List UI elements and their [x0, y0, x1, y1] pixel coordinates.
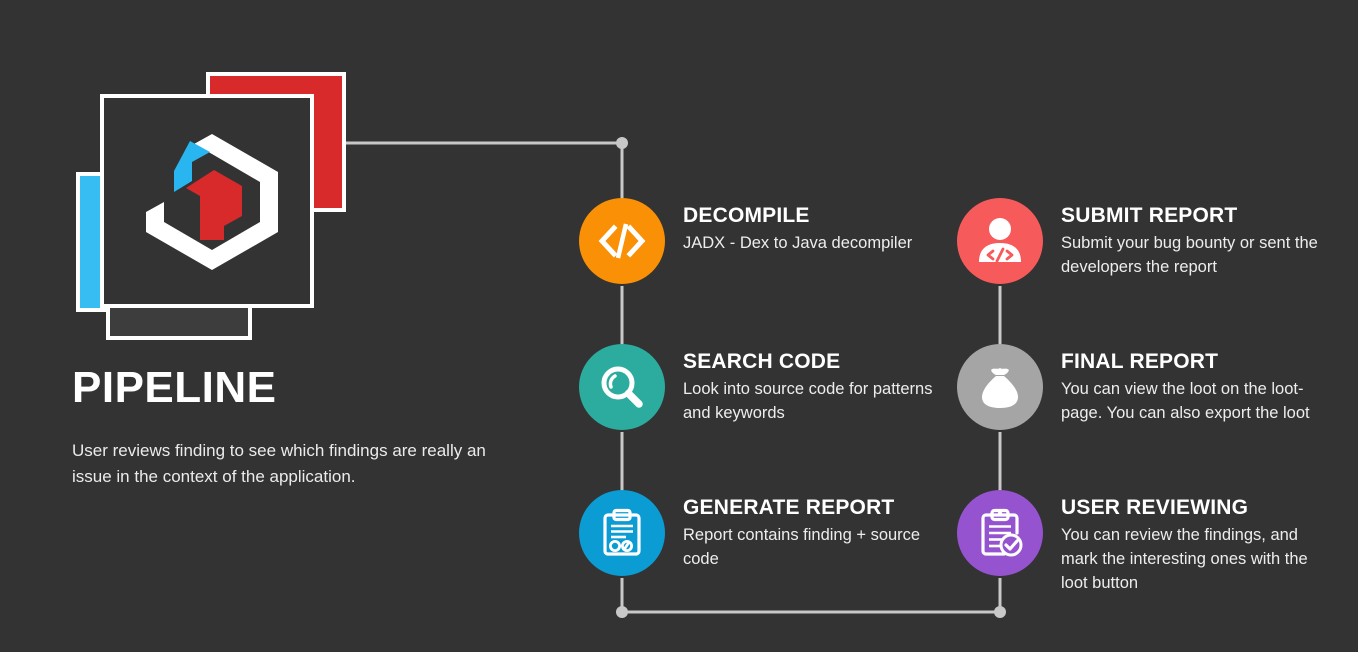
- code-brackets-icon: [598, 223, 646, 259]
- hexagon-emblem-icon: [146, 134, 278, 270]
- step-search-code-body: SEARCH CODE Look into source code for pa…: [683, 350, 939, 426]
- step-decompile-bullet[interactable]: [579, 198, 665, 284]
- step-decompile-title: DECOMPILE: [683, 204, 810, 227]
- step-final-report-title: FINAL REPORT: [1061, 350, 1219, 373]
- step-submit-report-description: Submit your bug bounty or sent the devel…: [1061, 234, 1318, 277]
- page-description: User reviews finding to see which findin…: [72, 441, 486, 486]
- step-decompile-body: DECOMPILE JADX - Dex to Java decompiler: [683, 204, 939, 256]
- step-generate-report-bullet[interactable]: [579, 490, 665, 576]
- pipeline-logo: [0, 0, 420, 350]
- page-title: PIPELINE: [72, 363, 277, 412]
- step-search-code-description: Look into source code for patterns and k…: [683, 380, 933, 423]
- step-generate-report-body: GENERATE REPORT Report contains finding …: [683, 496, 939, 572]
- step-search-code-title: SEARCH CODE: [683, 350, 841, 373]
- step-search-code-bullet[interactable]: [579, 344, 665, 430]
- connector-dot-bottom-left: [616, 606, 628, 618]
- step-decompile-description: JADX - Dex to Java decompiler: [683, 234, 913, 253]
- step-user-reviewing-title: USER REVIEWING: [1061, 496, 1249, 519]
- step-generate-report-title: GENERATE REPORT: [683, 496, 895, 519]
- step-final-report-body: FINAL REPORT You can view the loot on th…: [1061, 350, 1323, 426]
- connector-dot-bottom-right: [994, 606, 1006, 618]
- step-final-report-description: You can view the loot on the loot-page. …: [1061, 380, 1310, 423]
- step-submit-report-body: SUBMIT REPORT Submit your bug bounty or …: [1061, 204, 1323, 280]
- clipboard-report-icon: [603, 508, 641, 556]
- step-user-reviewing-body: USER REVIEWING You can review the findin…: [1061, 496, 1323, 596]
- step-submit-report-title: SUBMIT REPORT: [1061, 204, 1238, 227]
- magnifier-icon: [601, 366, 643, 408]
- step-generate-report-description: Report contains finding + source code: [683, 526, 921, 569]
- developer-person-icon: [979, 218, 1021, 263]
- connector-generate-to-user-reviewing: [620, 578, 1002, 614]
- step-user-reviewing-description: You can review the findings, and mark th…: [1061, 526, 1308, 592]
- step-submit-report-bullet[interactable]: [957, 198, 1043, 284]
- clipboard-check-icon: [981, 508, 1023, 557]
- step-user-reviewing-bullet[interactable]: [957, 490, 1043, 576]
- loot-bag-icon: [982, 368, 1018, 408]
- step-final-report-bullet[interactable]: [957, 344, 1043, 430]
- connector-dot-top: [616, 137, 628, 149]
